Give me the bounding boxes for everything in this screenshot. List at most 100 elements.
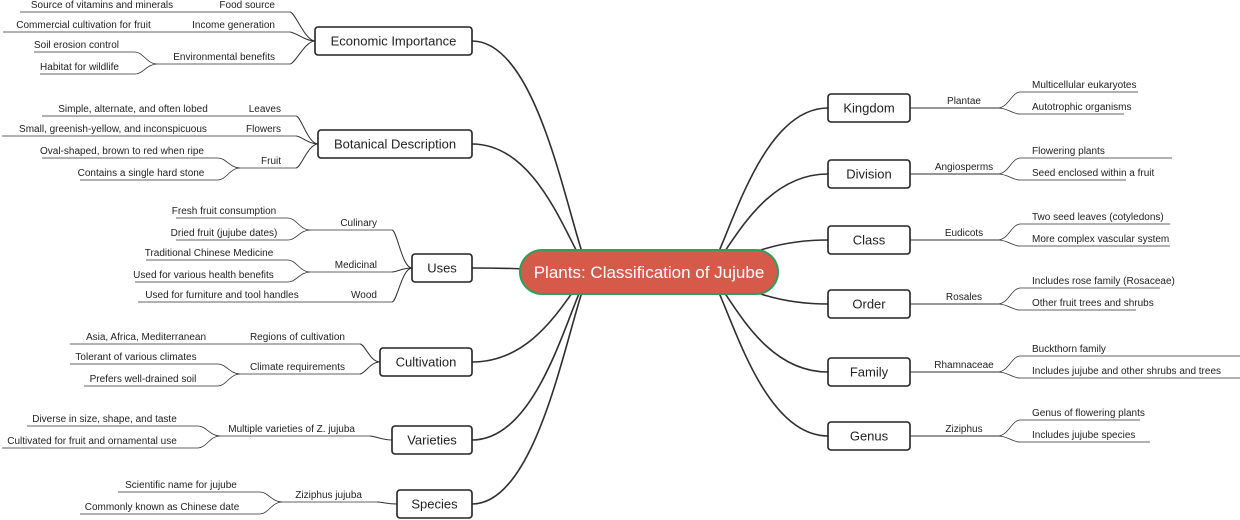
subtopic-culinary: Culinary <box>340 218 377 229</box>
leaf-includes-rose-family-rosaceae: Includes rose family (Rosaceae) <box>1032 276 1175 287</box>
leaf-includes-jujube-species: Includes jujube species <box>1032 430 1135 441</box>
leaf-connector-habitat-for-wildlife <box>134 63 158 75</box>
leaf-connector-buckthorn-family <box>997 355 1021 373</box>
leaf-cultivated-for-fruit-and-ornamental-use: Cultivated for fruit and ornamental use <box>7 436 177 447</box>
sub-branch-wood <box>391 267 413 303</box>
subtopic-fruit: Fruit <box>261 156 281 167</box>
subtopic-eudicots: Eudicots <box>945 228 983 239</box>
leaf-connector-more-complex-vascular-system <box>997 239 1021 247</box>
subtopic-climate-requirements: Climate requirements <box>250 362 345 373</box>
subtopic-leaves: Leaves <box>249 104 281 115</box>
topic-botanical-description-box <box>317 129 473 159</box>
leaf-connector-genus-of-flowering-plants <box>997 419 1021 437</box>
sub-branch-regions-of-cultivation <box>359 343 381 363</box>
leaf-connector-includes-jujube-species <box>997 435 1021 443</box>
leaf-scientific-name-for-jujube: Scientific name for jujube <box>125 480 237 491</box>
leaf-tolerant-of-various-climates: Tolerant of various climates <box>75 352 196 363</box>
leaf-dried-fruit-jujube-dates: Dried fruit (jujube dates) <box>171 228 278 239</box>
central-topic[interactable]: Plants: Classification of Jujube <box>519 249 779 295</box>
leaf-prefers-well-drained-soil: Prefers well-drained soil <box>90 374 197 385</box>
sub-branch-culinary <box>391 229 413 269</box>
leaf-source-of-vitamins-and-minerals: Source of vitamins and minerals <box>31 0 173 11</box>
topic-genus-box <box>827 421 911 451</box>
topic-botanical-description: Botanical Description <box>334 137 456 152</box>
leaf-used-for-various-health-benefits: Used for various health benefits <box>133 270 274 281</box>
leaf-connector-used-for-various-health-benefits <box>287 271 311 283</box>
leaf-used-for-furniture-and-tool-handles: Used for furniture and tool handles <box>145 290 298 301</box>
leaf-connector-includes-rose-family-rosaceae <box>997 287 1021 305</box>
leaf-commercial-cultivation-for-fruit: Commercial cultivation for fruit <box>16 20 151 31</box>
sub-branch-leaves <box>295 115 319 145</box>
topic-class: Class <box>853 233 886 248</box>
leaf-connector-two-seed-leaves-cotyledons <box>997 223 1021 241</box>
leaf-multicellular-eukaryotes: Multicellular eukaryotes <box>1032 80 1137 91</box>
leaf-simple-alternate-and-often-lobed: Simple, alternate, and often lobed <box>58 104 208 115</box>
leaf-connector-cultivated-for-fruit-and-ornamental-use <box>197 435 221 449</box>
leaf-connector-tolerant-of-various-climates <box>217 363 241 375</box>
subtopic-multiple-varieties-of-z-jujuba: Multiple varieties of Z. jujuba <box>228 424 355 435</box>
subtopic-rosales: Rosales <box>946 292 982 303</box>
topic-economic-importance-box <box>314 26 473 56</box>
subtopic-flowers: Flowers <box>246 124 281 135</box>
topic-class-box <box>827 225 911 255</box>
leaf-soil-erosion-control: Soil erosion control <box>34 40 119 51</box>
subtopic-wood: Wood <box>351 290 377 301</box>
leaf-more-complex-vascular-system: More complex vascular system <box>1032 234 1169 245</box>
sub-branch-fruit <box>295 143 319 169</box>
leaf-other-fruit-trees-and-shrubs: Other fruit trees and shrubs <box>1032 298 1154 309</box>
leaf-buckthorn-family: Buckthorn family <box>1032 344 1106 355</box>
leaf-genus-of-flowering-plants: Genus of flowering plants <box>1032 408 1145 419</box>
sub-branch-environmental-benefits <box>289 40 316 65</box>
subtopic-food-source: Food source <box>219 0 275 11</box>
leaf-connector-traditional-chinese-medicine <box>287 259 311 273</box>
topic-varieties: Varieties <box>407 433 457 448</box>
leaf-connector-soil-erosion-control <box>134 51 158 65</box>
subtopic-rhamnaceae: Rhamnaceae <box>934 360 994 371</box>
leaf-connector-prefers-well-drained-soil <box>217 373 241 387</box>
topic-order-box <box>827 289 911 319</box>
topic-genus: Genus <box>850 429 889 444</box>
leaf-asia-africa-mediterranean: Asia, Africa, Mediterranean <box>86 332 206 343</box>
sub-branch-multiple-varieties-of-z-jujuba <box>369 435 393 441</box>
subtopic-environmental-benefits: Environmental benefits <box>173 52 275 63</box>
leaf-two-seed-leaves-cotyledons: Two seed leaves (cotyledons) <box>1032 212 1164 223</box>
leaf-connector-commonly-known-as-chinese-date <box>259 501 283 515</box>
leaf-small-greenish-yellow-and-inconspicuous: Small, greenish-yellow, and inconspicuou… <box>19 124 207 135</box>
sub-branch-flowers <box>295 135 319 145</box>
leaf-connector-dried-fruit-jujube-dates <box>287 229 311 241</box>
subtopic-ziziphus-jujuba: Ziziphus jujuba <box>295 490 362 501</box>
topic-cultivation: Cultivation <box>396 355 457 370</box>
topic-uses: Uses <box>427 261 457 276</box>
leaf-traditional-chinese-medicine: Traditional Chinese Medicine <box>145 248 274 259</box>
topic-uses-box <box>411 253 473 283</box>
leaf-commonly-known-as-chinese-date: Commonly known as Chinese date <box>85 502 240 513</box>
leaf-oval-shaped-brown-to-red-when-ripe: Oval-shaped, brown to red when ripe <box>40 146 204 157</box>
topic-species-box <box>396 489 473 519</box>
topic-division: Division <box>846 167 892 182</box>
central-topic-label: Plants: Classification of Jujube <box>534 263 765 282</box>
topic-family-box <box>827 357 911 387</box>
leaf-connector-diverse-in-size-shape-and-taste <box>197 425 221 437</box>
leaf-connector-fresh-fruit-consumption <box>287 217 311 231</box>
main-branch-varieties <box>471 271 591 441</box>
central-topic-box <box>519 249 779 295</box>
subtopic-regions-of-cultivation: Regions of cultivation <box>250 332 345 343</box>
leaf-autotrophic-organisms: Autotrophic organisms <box>1032 102 1132 113</box>
leaf-connector-contains-a-single-hard-stone <box>217 167 241 181</box>
leaf-connector-multicellular-eukaryotes <box>997 91 1021 109</box>
topic-species: Species <box>411 497 458 512</box>
sub-branch-ziziphus-jujuba <box>376 501 398 505</box>
topic-family: Family <box>850 365 889 380</box>
leaf-flowering-plants: Flowering plants <box>1032 146 1105 157</box>
leaf-includes-jujube-and-other-shrubs-and-trees: Includes jujube and other shrubs and tre… <box>1032 366 1221 377</box>
sub-branch-climate-requirements <box>359 361 381 375</box>
leaf-connector-includes-jujube-and-other-shrubs-and-trees <box>997 371 1021 379</box>
sub-branch-food-source <box>289 11 316 42</box>
leaf-contains-a-single-hard-stone: Contains a single hard stone <box>78 168 205 179</box>
topic-order: Order <box>852 297 886 312</box>
topic-kingdom: Kingdom <box>843 101 894 116</box>
topic-cultivation-box <box>379 347 473 377</box>
subtopic-income-generation: Income generation <box>192 20 275 31</box>
